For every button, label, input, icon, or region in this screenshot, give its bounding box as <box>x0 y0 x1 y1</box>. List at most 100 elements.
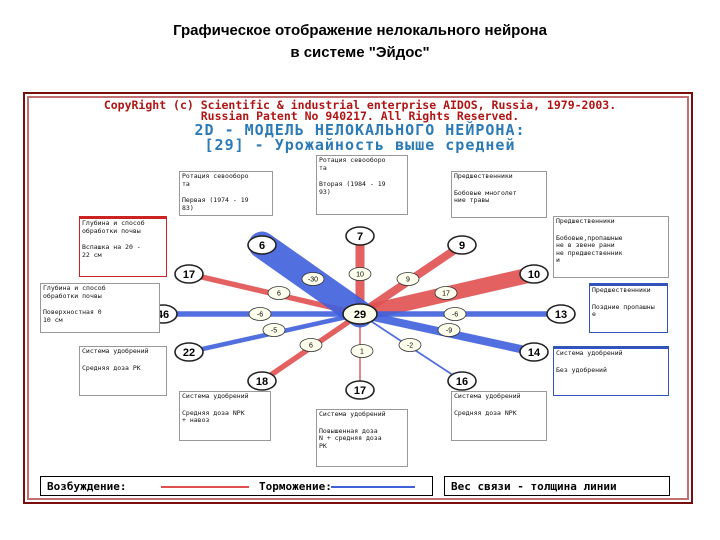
factor-scale-name: обработки почвы <box>82 226 141 235</box>
legend-excite-swatch <box>161 486 249 488</box>
factor-node-label: 7 <box>357 231 363 243</box>
factor-gradation-name: Средняя доза NPK <box>182 408 245 417</box>
patent-text: Russian Patent No 940217. All Rights Res… <box>200 109 520 123</box>
factor-gradation-name: и <box>556 256 560 264</box>
legend-line-color: Возбуждение: Торможение: <box>40 476 433 496</box>
factor-gradation-name: Средняя доза NPK <box>454 408 517 417</box>
factor-node-circle <box>345 380 375 400</box>
factor-scale-name: Предшественники <box>592 286 651 294</box>
legend-excite-label: Возбуждение: <box>47 480 127 493</box>
factor-node: 13 <box>546 304 576 324</box>
factor-node: 14 <box>519 342 549 362</box>
weight-label: -2 <box>398 338 422 352</box>
factor-gradation-name: Бобовые многолет <box>454 188 517 197</box>
factor-gradation-name: Поздние пропашны <box>592 302 655 311</box>
legend-weight-note: Вес связи - толщина линии <box>451 480 617 493</box>
factor-gradation-name: 83) <box>182 203 194 212</box>
weight-label-badge <box>248 307 272 321</box>
factor-gradation-name: не в звене рани <box>556 241 615 249</box>
weight-label: 1 <box>350 344 374 358</box>
weight-label-value: 1 <box>360 349 364 356</box>
factor-gradation-name: 10 см <box>43 315 63 324</box>
factor-node-circle <box>519 264 549 284</box>
neuron-node: 29 <box>342 303 378 325</box>
factor-scale-name: Система удобрений <box>182 392 249 400</box>
factor-node-label: 6 <box>259 240 265 252</box>
factor-node: 10 <box>519 264 549 284</box>
factor-scale-name: та <box>182 179 190 188</box>
weight-label-badge <box>437 323 461 337</box>
weight-label-value: -6 <box>257 312 263 319</box>
weight-label: 9 <box>396 272 420 286</box>
weight-label-value: -9 <box>446 328 452 335</box>
weight-label: -6 <box>248 307 272 321</box>
factor-node: 17 <box>174 264 204 284</box>
weight-label-value: 17 <box>442 291 450 298</box>
factor-gradation-name: Без удобрений <box>556 365 607 374</box>
weight-label-badge <box>443 307 467 321</box>
weight-label: 10 <box>348 267 372 281</box>
weight-label: 17 <box>434 286 458 300</box>
weight-label: 6 <box>267 286 291 300</box>
factor-node-circle <box>546 304 576 324</box>
weight-label-badge <box>348 267 372 281</box>
factor-gradation-name: Вторая (1984 - 19 <box>319 180 386 188</box>
factor-scale-name: Глубина и способ <box>43 284 106 292</box>
factor-gradation-name: Бобовые,пропашные <box>556 233 623 242</box>
factor-node-circle <box>345 226 375 246</box>
neuron-node-label: 29 <box>354 309 366 321</box>
factor-node-label: 22 <box>183 347 195 359</box>
weight-label-badge <box>396 272 420 286</box>
weight-label: -5 <box>262 323 286 337</box>
weight-label-value: 6 <box>277 291 281 298</box>
factor-node-circle <box>174 264 204 284</box>
factor-gradation-name: Вспашка на 20 - <box>82 243 141 251</box>
weight-label-badge <box>301 272 325 286</box>
factor-scale-name: Глубина и способ <box>82 219 145 227</box>
factor-gradation-name: Первая (1974 - 19 <box>182 196 249 204</box>
factor-node-label: 13 <box>555 309 567 321</box>
factor-node-circle <box>447 371 477 391</box>
factor-gradation-name: е <box>592 310 596 318</box>
factor-gradation-name: Средняя доза РК <box>82 363 141 372</box>
page-title: Графическое отображение нелокального ней… <box>173 22 547 39</box>
factor-node-label: 9 <box>459 240 465 252</box>
weight-label-value: -30 <box>308 277 318 284</box>
weight-label-value: -2 <box>407 343 413 350</box>
factor-scale-name: Система удобрений <box>82 347 149 355</box>
neuron-node-circle <box>342 303 378 325</box>
weight-label-badge <box>299 338 323 352</box>
factor-gradation-name: + навоз <box>182 416 210 424</box>
factor-scale-name: Система удобрений <box>556 349 623 357</box>
factor-node-circle <box>174 342 204 362</box>
weight-label-badge <box>434 286 458 300</box>
weight-label-value: 10 <box>356 272 364 279</box>
factor-node-circle <box>247 371 277 391</box>
factor-scale-name: Ротация севооборо <box>319 156 386 164</box>
legend-weight: Вес связи - толщина линии <box>444 476 670 496</box>
factor-node-label: 17 <box>183 269 195 281</box>
factor-node-label: 16 <box>456 376 468 388</box>
factor-node: 18 <box>247 371 277 391</box>
legend-inhibit-label: Торможение: <box>259 480 332 493</box>
page-subtitle: в системе "Эйдос" <box>290 44 430 61</box>
weight-label-badge <box>398 338 422 352</box>
factor-gradation-name: Поверхностная 0 <box>43 308 102 316</box>
factor-node-circle <box>447 235 477 255</box>
weight-label-value: 9 <box>406 277 410 284</box>
weight-label-value: -6 <box>452 312 458 319</box>
factor-node-circle <box>519 342 549 362</box>
